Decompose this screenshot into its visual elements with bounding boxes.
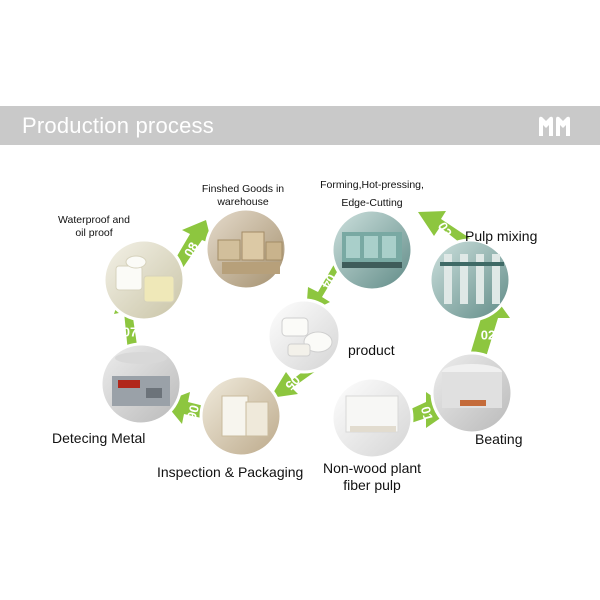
step-number-01: 01 — [418, 405, 436, 423]
step-number-02-label: 02 — [481, 327, 495, 342]
photo-metal-detector — [99, 342, 183, 426]
label-detecting-metal: Detecing Metal — [52, 430, 146, 446]
page-title: Production process — [22, 113, 214, 138]
label-fiber-pulp: Non-wood plant fiber pulp — [318, 460, 426, 494]
step-number-03: 03 — [435, 219, 455, 239]
photo-inspection — [199, 374, 283, 458]
photo-forming — [330, 208, 414, 292]
arrow-08 — [170, 220, 212, 272]
label-finished-goods-line2: warehouse — [217, 195, 269, 208]
mm-logo-icon — [539, 116, 570, 136]
photo-fiber-pulp — [330, 376, 414, 460]
photo-waterproof — [102, 238, 186, 322]
label-pulp-mixing: Pulp mixing — [465, 228, 538, 244]
photo-pulp-mixing — [428, 238, 512, 322]
label-forming: Forming,Hot-pressing, Edge-Cutting — [312, 179, 432, 214]
label-finished-goods: Finshed Goods in warehouse — [198, 183, 288, 208]
header-banner: Production process — [0, 106, 600, 145]
label-forming-line1: Forming,Hot-pressing, — [320, 179, 424, 191]
label-inspection-packaging: Inspection & Packaging — [157, 464, 304, 480]
step-number-07: 07 — [123, 324, 137, 339]
label-fiber-pulp-line1: Non-wood plant — [322, 460, 422, 476]
step-number-06: 06 — [184, 403, 202, 421]
label-waterproof: Waterproof and oil proof — [52, 214, 136, 239]
label-finished-goods-line1: Finshed Goods in — [201, 183, 285, 195]
label-beating: Beating — [475, 431, 523, 447]
label-product: product — [348, 342, 395, 358]
photo-beating — [430, 351, 514, 435]
label-waterproof-line1: Waterproof and — [58, 214, 130, 226]
label-fiber-pulp-line2: fiber pulp — [343, 476, 401, 493]
label-forming-line2: Edge-Cutting — [341, 196, 403, 209]
photo-product — [266, 298, 342, 374]
label-waterproof-line2: oil proof — [75, 226, 113, 239]
step-number-08: 08 — [181, 239, 201, 259]
photo-warehouse — [204, 207, 288, 291]
